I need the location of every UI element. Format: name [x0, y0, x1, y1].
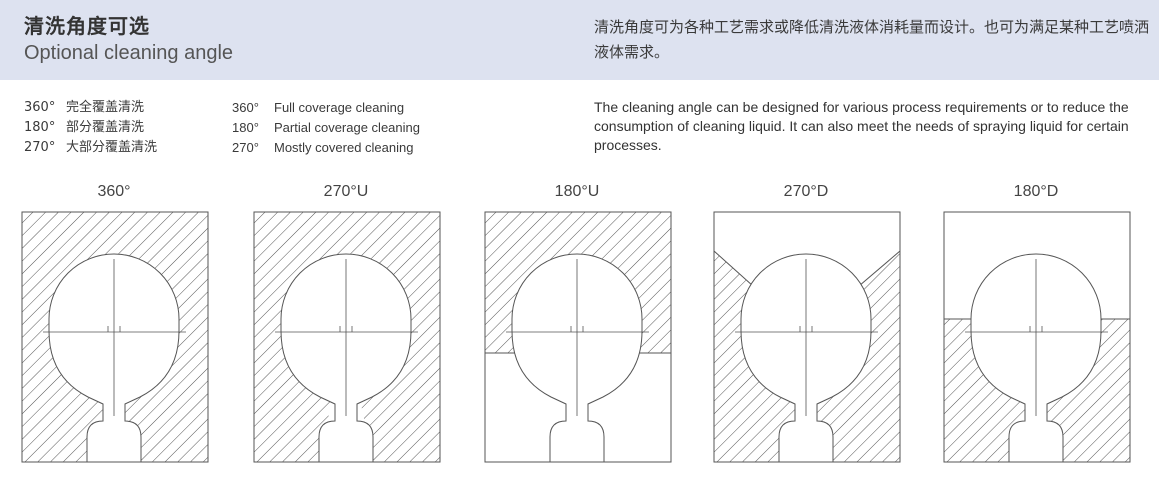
legend-chinese: 360°完全覆盖清洗 180°部分覆盖清洗 270°大部分覆盖清洗: [24, 98, 157, 158]
diagram-180u-upper-half-coverage: [484, 211, 672, 463]
diagram-label-270d: 270°D: [783, 183, 829, 200]
spray-head-crosshair: [965, 259, 1108, 416]
diagram-label-270u: 270°U: [323, 183, 369, 200]
diagram-label-360: 360°: [97, 183, 131, 200]
diagram-360-full-coverage: [21, 211, 209, 463]
legend-item: 180°部分覆盖清洗: [24, 120, 145, 135]
diagram-label-180u: 180°U: [554, 183, 600, 200]
title-chinese: 清洗角度可选: [24, 14, 150, 38]
diagram-label-180d: 180°D: [1013, 183, 1059, 200]
legend-item: 270°大部分覆盖清洗: [24, 140, 158, 155]
legend-item: 360°Full coverage cleaning: [232, 100, 405, 115]
legend-english: 360°Full coverage cleaning 180°Partial c…: [232, 98, 420, 158]
diagram-270d-lower-coverage: [713, 211, 901, 463]
diagram-270u-upper-coverage: [253, 211, 441, 463]
diagram-180d-lower-half-coverage: [943, 211, 1131, 463]
legend-item: 360°完全覆盖清洗: [24, 100, 145, 115]
spray-head-crosshair: [43, 259, 186, 416]
spray-head-crosshair: [506, 259, 649, 416]
header-band: [0, 0, 1159, 80]
spray-head-crosshair: [275, 259, 418, 416]
spray-head-crosshair: [735, 259, 878, 416]
title-english: Optional cleaning angle: [24, 42, 234, 64]
description-english: The cleaning angle can be designed for v…: [594, 99, 1129, 153]
description-chinese: 清洗角度可为各种工艺需求或降低清洗液体消耗量而设计。也可为满足某种工艺喷洒液体需…: [594, 18, 1150, 61]
legend-item: 270°Mostly covered cleaning: [232, 140, 414, 155]
legend-item: 180°Partial coverage cleaning: [232, 120, 420, 135]
